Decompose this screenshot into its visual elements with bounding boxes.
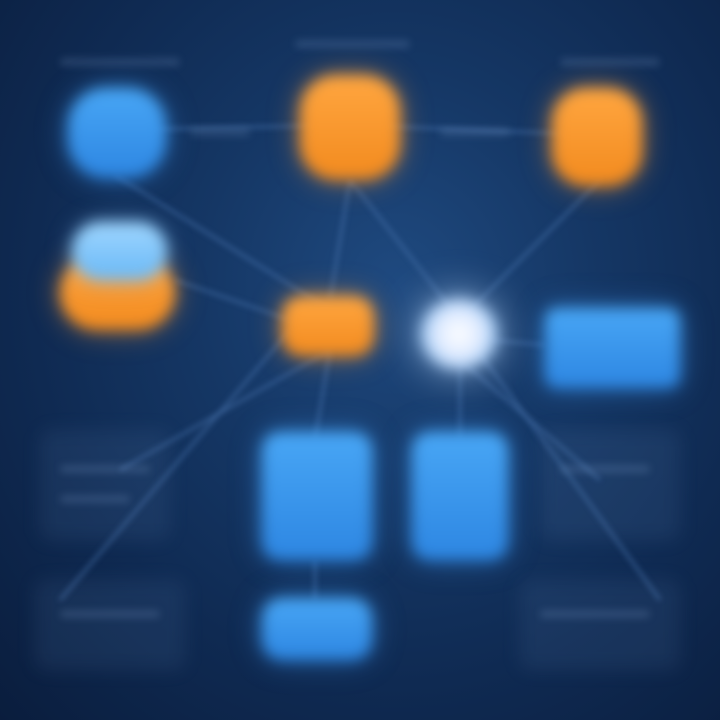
placeholder-text-line [540,610,650,618]
left-stacked-cylinder-top [72,222,167,280]
placeholder-text-line [60,58,180,66]
placeholder-panel [520,580,680,670]
center-orange-block [282,296,374,356]
connector-line [114,173,331,312]
placeholder-text-line [60,495,130,503]
connector-line [328,179,352,301]
connector-line [348,179,462,321]
center-glow-circle [420,298,498,370]
placeholder-text-line [60,610,160,618]
connector-line [174,278,291,322]
placeholder-text-line [60,465,150,473]
placeholder-text-line [295,40,410,48]
bottom-blue-tab [262,598,372,660]
placeholder-text-line [440,128,510,136]
placeholder-text-line [190,128,250,136]
bottom-left-blue-box [262,432,372,560]
placeholder-text-line [560,465,650,473]
connector-line [468,339,662,601]
connector-line [458,178,602,322]
connector-line [119,348,331,472]
top-left-cylinder [68,88,166,178]
placeholder-panel [35,580,185,670]
top-center-cylinder [300,75,400,180]
connector-line [58,329,292,601]
placeholder-text-line [560,58,660,66]
placeholder-panel [40,430,170,540]
connector-line [313,349,332,441]
right-blue-panel [545,308,680,388]
bottom-right-blue-box [412,432,508,560]
placeholder-panel [540,430,680,540]
connector-line [489,338,546,347]
top-right-cylinder [552,88,642,186]
